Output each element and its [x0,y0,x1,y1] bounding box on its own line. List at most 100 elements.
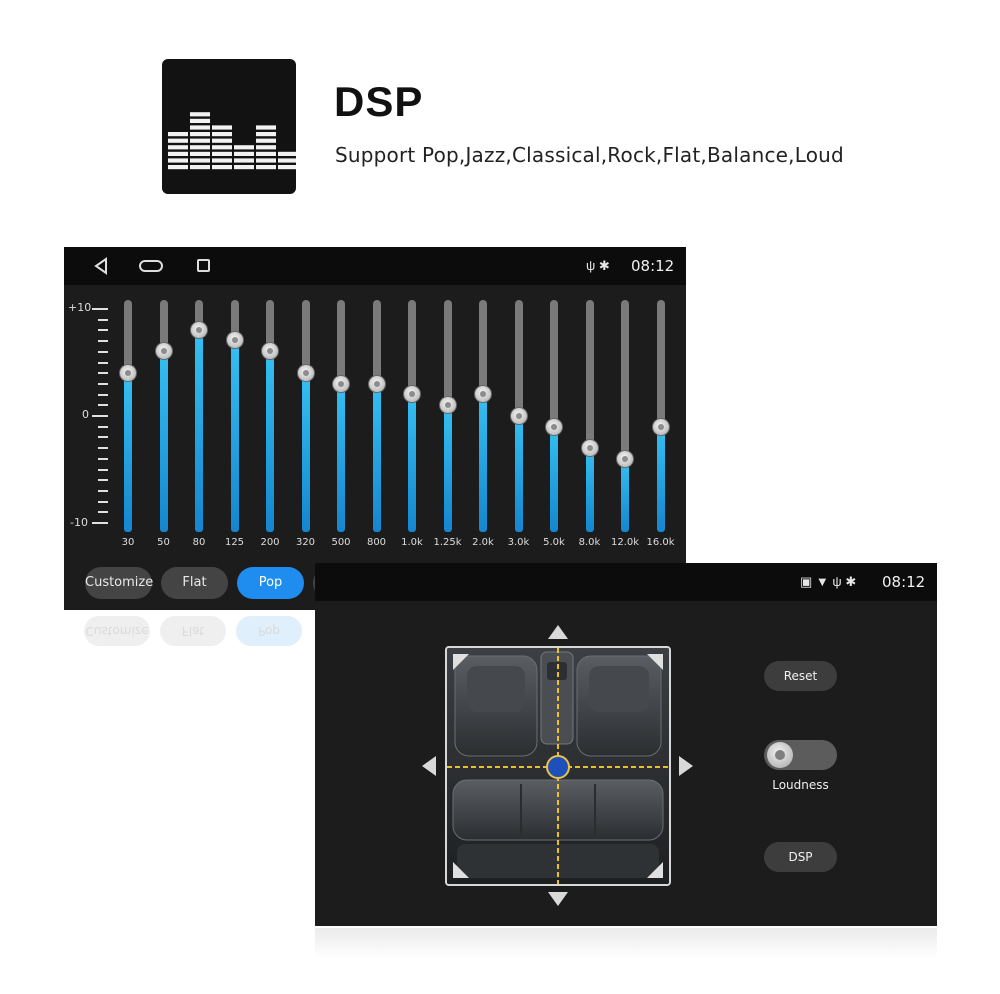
scale-tick [98,425,108,428]
slider-knob[interactable] [509,407,528,425]
loudness-toggle[interactable] [764,740,837,770]
eq-band-slider[interactable]: 125 [225,300,245,548]
arrow-down-icon[interactable] [547,891,569,907]
band-frequency-label: 12.0k [610,537,640,548]
band-frequency-label: 50 [157,537,170,548]
arrow-right-icon[interactable] [678,755,694,777]
eq-band-slider[interactable]: 16.0k [646,300,675,548]
dsp-button[interactable]: DSP [764,842,837,872]
slider-fill [124,372,132,532]
scale-tick [98,361,108,364]
eq-band-slider[interactable]: 30 [118,300,138,548]
scale-tick [92,308,108,310]
usb-icon: ψ [586,258,596,273]
reset-button[interactable]: Reset [764,661,837,691]
eq-band-slider[interactable]: 1.0k [401,300,423,548]
slider-knob[interactable] [474,385,492,404]
eq-band-slider[interactable]: 2.0k [472,300,494,548]
eq-band-slider[interactable]: 50 [154,300,174,548]
eq-band-slider[interactable]: 3.0k [508,300,529,548]
preset-reflection: Customize Flat Pop [64,612,316,652]
slider-fill [301,372,310,532]
slider-knob[interactable] [545,417,563,436]
slider-knob[interactable] [119,363,137,382]
slider-knob[interactable] [190,320,208,339]
slider-fill [159,351,168,532]
status-icons: ψ ✱ [586,258,610,274]
scale-tick [98,393,108,396]
eq-band-slider[interactable]: 8.0k [579,300,600,548]
scale-tick [98,489,108,492]
scale-tick [98,479,108,482]
scale-tick [98,372,108,375]
slider-knob[interactable] [651,417,670,436]
slider-knob[interactable] [154,342,173,361]
scale-ticks [92,308,108,524]
arrow-up-icon[interactable] [547,624,569,640]
slider-knob[interactable] [616,450,634,469]
balance-fader-pad[interactable] [445,646,671,886]
band-frequency-label: 2.0k [472,537,494,548]
band-frequency-label: 125 [224,537,245,548]
slider-knob[interactable] [296,363,315,382]
scale-max-label: +10 [68,301,92,314]
slider-knob[interactable] [225,331,244,350]
preset-button-flat[interactable]: Flat [161,567,228,599]
scale-tick [92,415,108,417]
arrow-left-icon[interactable] [421,755,437,777]
reflection-pill: Flat [160,616,226,646]
status-icons: ▣ ▼ ψ ✱ [800,574,856,590]
slider-knob[interactable] [332,374,350,393]
balance-point[interactable] [546,755,570,779]
slider-knob[interactable] [403,385,421,404]
slider-fill [550,426,558,532]
slider-fill [443,405,452,532]
eq-band-slider[interactable]: 320 [296,300,316,548]
slider-track [585,300,594,532]
status-bar: ▣ ▼ ψ ✱ 08:12 [315,563,937,601]
slider-fill [337,383,345,532]
bluetooth-icon: ✱ [845,574,857,589]
slider-fill [408,394,416,532]
clock: 08:12 [631,257,675,275]
slider-knob[interactable] [580,439,599,458]
usb-icon: ψ [832,574,842,589]
eq-band-slider[interactable]: 5.0k [543,300,565,548]
band-frequency-label: 500 [331,537,351,548]
toggle-knob [767,742,793,768]
recent-apps-icon[interactable] [197,259,210,272]
eq-band-slider[interactable]: 12.0k [611,300,639,548]
slider-track [621,300,629,532]
band-frequency-label: 30 [121,537,135,548]
balance-screen: ▣ ▼ ψ ✱ 08:12 [315,563,937,926]
car-interior-image [447,648,669,884]
scale-tick [98,350,108,353]
eq-band-slider[interactable]: 500 [331,300,351,548]
preset-button-pop[interactable]: Pop [237,567,304,599]
page-subtitle: Support Pop,Jazz,Classical,Rock,Flat,Bal… [335,143,844,167]
slider-fill [656,426,665,532]
band-frequency-label: 200 [260,537,280,548]
eq-band-slider[interactable]: 800 [367,300,387,548]
scale-zero-label: 0 [82,408,89,421]
slider-knob[interactable] [438,396,457,415]
loudness-label: Loudness [772,778,829,792]
scale-tick [98,468,108,471]
home-icon[interactable] [139,260,163,272]
back-icon[interactable] [94,257,108,275]
eq-band-slider[interactable]: 200 [260,300,280,548]
band-frequency-label: 320 [295,537,316,548]
slider-track [550,300,558,532]
slider-knob[interactable] [261,342,279,361]
scale-tick [98,511,108,514]
equalizer-screen: ψ ✱ 08:12 +10 0 -10 30 50 80 125 200 320 500 80… [64,247,686,610]
scale-min-label: -10 [70,516,88,529]
scale-tick [98,404,108,407]
eq-band-slider[interactable]: 80 [189,300,209,548]
preset-button-customize[interactable]: Customize [85,567,153,599]
status-bar: ψ ✱ 08:12 [64,247,686,285]
band-frequency-label: 5.0k [543,537,565,548]
equalizer-logo-icon [162,59,296,194]
eq-band-slider[interactable]: 1.25k [433,300,462,548]
slider-knob[interactable] [367,374,386,393]
